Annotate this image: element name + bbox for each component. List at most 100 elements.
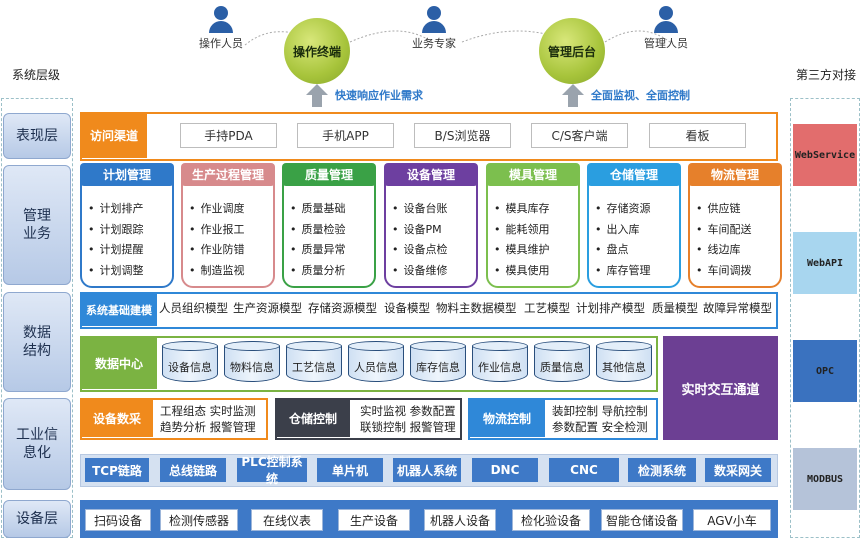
db-cylinder: 工艺信息 <box>286 341 342 387</box>
model-item: 生产资源模型 <box>233 301 302 315</box>
module-item: 模具维护 <box>494 240 550 261</box>
bus-item: PLC控制系统 <box>237 455 307 486</box>
bus-item: 数采网关 <box>705 458 771 482</box>
db-cylinder: 库存信息 <box>410 341 466 387</box>
note-fast-response: 快速响应作业需求 <box>335 89 423 102</box>
expert-person: 业务专家 <box>404 6 464 51</box>
layer-presentation: 表现层 <box>3 113 71 159</box>
management-backend-node: 管理后台 <box>539 18 605 84</box>
module-item: 计划排产 <box>88 199 144 220</box>
operation-terminal-node: 操作终端 <box>284 18 350 84</box>
right-frame <box>790 98 860 538</box>
third-party-webservice: WebService <box>793 124 857 186</box>
module-item: 模具使用 <box>494 261 550 282</box>
access-channel-tag: 访问渠道 <box>81 113 147 158</box>
module-title: 模具管理 <box>486 163 580 186</box>
device-item: AGV小车 <box>693 509 771 531</box>
manager-person: 管理人员 <box>636 6 696 51</box>
bus-item: 总线链路 <box>160 458 226 482</box>
third-party-opc: OPC <box>793 340 857 402</box>
module-item: 制造监视 <box>189 261 245 282</box>
third-party-modbus: MODBUS <box>793 448 857 510</box>
device-acq-tag: 设备数采 <box>81 399 153 437</box>
left-header: 系统层级 <box>12 68 61 82</box>
model-item: 质量模型 <box>652 301 698 315</box>
channel-pda: 手持PDA <box>180 123 277 148</box>
module-logistics: 物流管理 供应链车间配送线边库车间调拨 <box>688 163 782 288</box>
bus-item: 机器人系统 <box>393 458 461 482</box>
module-item: 作业防错 <box>189 240 245 261</box>
person-label: 业务专家 <box>412 37 456 50</box>
db-cylinder: 人员信息 <box>348 341 404 387</box>
bus-item: DNC <box>472 458 538 482</box>
up-arrow-icon <box>562 84 584 95</box>
db-cylinder: 质量信息 <box>534 341 590 387</box>
model-item: 存储资源模型 <box>308 301 377 315</box>
layer-data: 数据 结构 <box>3 292 71 392</box>
layer-industrial: 工业信 息化 <box>3 398 71 490</box>
module-title: 设备管理 <box>384 163 478 186</box>
module-item: 计划提醒 <box>88 240 144 261</box>
device-item: 机器人设备 <box>424 509 496 531</box>
module-item: 设备PM <box>392 220 448 241</box>
model-item: 人员组织模型 <box>159 301 228 315</box>
module-item: 作业调度 <box>189 199 245 220</box>
module-title: 生产过程管理 <box>181 163 275 186</box>
layer-device: 设备层 <box>3 500 71 538</box>
module-mold: 模具管理 模具库存能耗领用模具维护模具使用 <box>486 163 580 288</box>
module-item: 作业报工 <box>189 220 245 241</box>
module-item: 盘点 <box>595 240 651 261</box>
module-item: 计划跟踪 <box>88 220 144 241</box>
channel-board: 看板 <box>649 123 746 148</box>
module-item: 供应链 <box>696 199 752 220</box>
model-item: 故障异常模型 <box>703 301 772 315</box>
db-cylinder: 作业信息 <box>472 341 528 387</box>
model-item: 物料主数据模型 <box>436 301 517 315</box>
module-item: 出入库 <box>595 220 651 241</box>
model-item: 设备模型 <box>384 301 430 315</box>
device-item: 检测传感器 <box>160 509 238 531</box>
acq-line: 装卸控制 导航控制 <box>552 404 648 418</box>
channel-bs: B/S浏览器 <box>414 123 511 148</box>
person-icon <box>659 6 673 20</box>
bus-item: 检测系统 <box>628 458 696 482</box>
channel-cs: C/S客户端 <box>531 123 628 148</box>
person-icon <box>427 6 441 20</box>
realtime-channel: 实时交互通道 <box>663 336 778 440</box>
db-cylinder: 设备信息 <box>162 341 218 387</box>
module-warehouse: 仓储管理 存储资源出入库盘点库存管理 <box>587 163 681 288</box>
basic-model-tag: 系统基础建模 <box>81 293 157 326</box>
module-production: 生产过程管理 作业调度作业报工作业防错制造监视 <box>181 163 275 288</box>
module-plan: 计划管理 计划排产计划跟踪计划提醒计划调整 <box>80 163 174 288</box>
device-item: 生产设备 <box>338 509 410 531</box>
device-item: 检化验设备 <box>512 509 590 531</box>
module-item: 质量异常 <box>290 240 346 261</box>
person-icon <box>214 6 228 20</box>
db-cylinder: 其他信息 <box>596 341 652 387</box>
module-title: 物流管理 <box>688 163 782 186</box>
module-item: 能耗领用 <box>494 220 550 241</box>
db-cylinder: 物料信息 <box>224 341 280 387</box>
module-title: 仓储管理 <box>587 163 681 186</box>
acq-line: 工程组态 实时监测 <box>160 404 256 418</box>
person-label: 操作人员 <box>199 37 243 50</box>
module-item: 车间调拨 <box>696 261 752 282</box>
module-item: 设备台账 <box>392 199 448 220</box>
module-item: 设备维修 <box>392 261 448 282</box>
module-item: 线边库 <box>696 240 752 261</box>
note-full-monitor: 全面监视、全面控制 <box>591 89 690 102</box>
storage-ctrl-tag: 仓储控制 <box>276 399 350 437</box>
logistics-ctrl-tag: 物流控制 <box>469 399 545 437</box>
operator-person: 操作人员 <box>191 6 251 51</box>
bus-item: 单片机 <box>317 458 383 482</box>
person-label: 管理人员 <box>644 37 688 50</box>
up-arrow-icon <box>306 84 328 95</box>
data-structure-row <box>80 292 778 329</box>
model-item: 计划排产模型 <box>576 301 645 315</box>
module-item: 存储资源 <box>595 199 651 220</box>
device-item: 扫码设备 <box>85 509 151 531</box>
module-item: 设备点检 <box>392 240 448 261</box>
model-item: 工艺模型 <box>524 301 570 315</box>
module-quality: 质量管理 质量基础质量检验质量异常质量分析 <box>282 163 376 288</box>
module-item: 质量基础 <box>290 199 346 220</box>
